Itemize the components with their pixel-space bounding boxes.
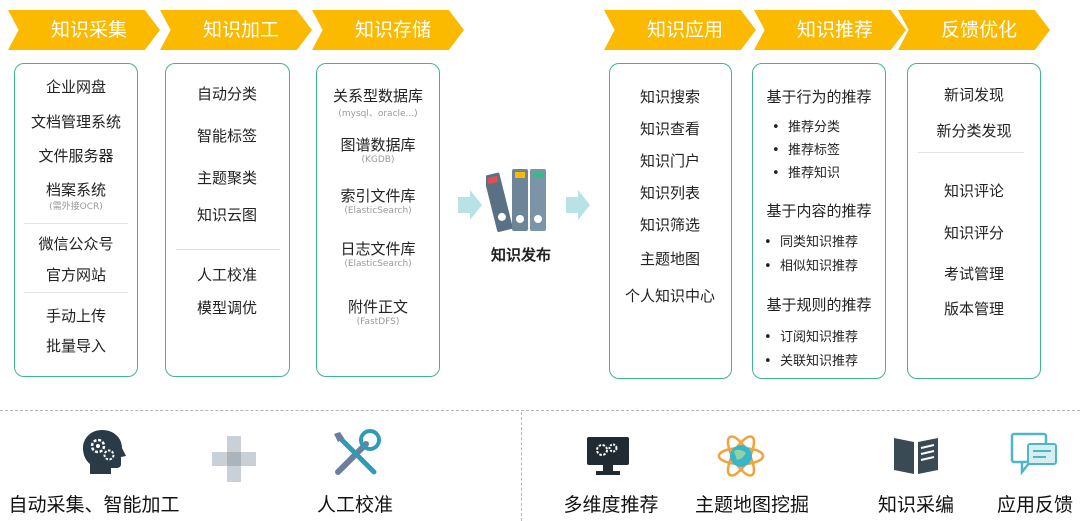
storage-note: (ElasticSearch) xyxy=(344,206,412,216)
stage-storage: 知识存储 xyxy=(312,10,464,50)
publish-label: 知识发布 xyxy=(490,246,552,264)
storage-item: 索引文件库 xyxy=(340,187,416,205)
recommend-item-label: 关联知识推荐 xyxy=(779,354,858,369)
divider xyxy=(24,292,128,293)
divider xyxy=(24,223,128,224)
feedback-panel xyxy=(907,63,1041,379)
processing-item: 主题聚类 xyxy=(196,169,258,187)
collection-item: 官方网站 xyxy=(45,266,107,284)
bottom-label: 知识采编 xyxy=(877,494,955,516)
recommend-panel xyxy=(752,63,886,379)
recommend-item-label: 同类知识推荐 xyxy=(779,235,858,250)
recommend-item-label: 订阅知识推荐 xyxy=(779,330,858,345)
recommend-group-title: 基于行为的推荐 xyxy=(766,88,872,106)
recommend-item: • 推荐标签 xyxy=(772,143,840,158)
feedback-item: 新分类发现 xyxy=(936,122,1012,140)
bottom-vertical-divider xyxy=(521,412,522,521)
collection-item: 批量导入 xyxy=(45,337,107,355)
storage-note: (mysql、oracle...) xyxy=(338,109,418,119)
feedback-item: 新词发现 xyxy=(943,86,1005,104)
application-panel xyxy=(609,63,732,379)
application-item: 主题地图 xyxy=(639,250,701,268)
recommend-item: • 推荐分类 xyxy=(772,120,840,135)
recommend-item-label: 相似知识推荐 xyxy=(779,259,858,274)
stage-processing: 知识加工 xyxy=(160,10,312,50)
storage-note: (ElasticSearch) xyxy=(344,259,412,269)
application-item: 知识筛选 xyxy=(639,216,701,234)
arrow-right-icon xyxy=(566,190,590,220)
collection-item: 微信公众号 xyxy=(38,235,114,253)
collection-item: 文档管理系统 xyxy=(30,113,122,131)
storage-item: 附件正文 xyxy=(347,298,409,316)
recommend-item: • 相似知识推荐 xyxy=(764,259,858,274)
divider xyxy=(918,152,1024,153)
processing-panel xyxy=(165,63,290,377)
processing-item: 模型调优 xyxy=(196,299,258,317)
arrow-right-icon xyxy=(458,190,482,220)
tools-icon xyxy=(334,429,381,475)
bottom-label: 多维度推荐 xyxy=(563,494,659,516)
collection-item: 文件服务器 xyxy=(38,147,114,165)
stage-collection: 知识采集 xyxy=(8,10,160,50)
recommend-item-label: 推荐分类 xyxy=(787,120,840,135)
plus-icon xyxy=(212,436,256,482)
recommend-item: • 同类知识推荐 xyxy=(764,235,858,250)
processing-item: 自动分类 xyxy=(196,85,258,103)
storage-item: 图谱数据库 xyxy=(340,136,416,154)
recommend-item: • 推荐知识 xyxy=(772,166,840,181)
recommend-item: • 订阅知识推荐 xyxy=(764,330,858,345)
atom-globe-icon xyxy=(717,435,765,477)
recommend-item-label: 推荐标签 xyxy=(787,143,840,158)
storage-item: 日志文件库 xyxy=(340,240,416,258)
storage-panel xyxy=(316,63,440,377)
book-icon xyxy=(894,438,938,474)
processing-item: 智能标签 xyxy=(196,127,258,145)
divider xyxy=(176,249,280,250)
storage-note: (FastDFS) xyxy=(356,317,400,327)
feedback-item: 版本管理 xyxy=(943,300,1005,318)
archive-note: (需外接OCR) xyxy=(49,202,103,212)
processing-item: 知识云图 xyxy=(196,206,258,224)
storage-item: 关系型数据库 xyxy=(332,87,424,105)
storage-note: (KGDB) xyxy=(361,155,395,165)
chat-screen-icon xyxy=(1010,432,1057,476)
bottom-label: 自动采集、智能加工 xyxy=(8,494,180,516)
bottom-label: 主题地图挖掘 xyxy=(694,494,810,516)
application-item: 个人知识中心 xyxy=(624,287,716,305)
feedback-item: 考试管理 xyxy=(943,265,1005,283)
stage-feedback: 反馈优化 xyxy=(898,10,1050,50)
recommend-group-title: 基于规则的推荐 xyxy=(766,296,872,314)
application-item: 知识门户 xyxy=(639,152,701,170)
collection-item: 档案系统 xyxy=(45,181,107,199)
recommend-item-label: 推荐知识 xyxy=(787,166,840,181)
stage-application: 知识应用 xyxy=(604,10,756,50)
collection-item: 手动上传 xyxy=(45,307,107,325)
recommend-item: • 关联知识推荐 xyxy=(764,354,858,369)
application-item: 知识查看 xyxy=(639,120,701,138)
stage-recommend: 知识推荐 xyxy=(754,10,906,50)
feedback-item: 知识评论 xyxy=(943,182,1005,200)
bottom-label: 应用反馈 xyxy=(996,494,1074,516)
processing-item: 人工校准 xyxy=(196,266,258,284)
application-item: 知识列表 xyxy=(639,184,701,202)
recommend-group-title: 基于内容的推荐 xyxy=(766,202,872,220)
bottom-label: 人工校准 xyxy=(316,494,394,516)
monitor-gear-icon xyxy=(587,437,629,475)
collection-item: 企业网盘 xyxy=(45,78,107,96)
bottom-divider xyxy=(0,410,1080,411)
binders-icon xyxy=(486,169,546,232)
brain-gear-icon xyxy=(83,430,126,474)
collection-panel xyxy=(14,63,138,377)
application-item: 知识搜索 xyxy=(639,88,701,106)
feedback-item: 知识评分 xyxy=(943,224,1005,242)
